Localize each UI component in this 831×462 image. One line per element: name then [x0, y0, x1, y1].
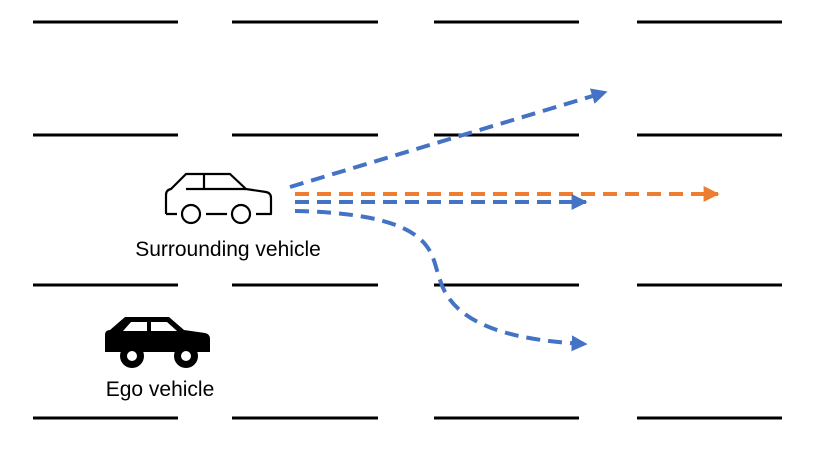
car-filled-icon [105, 317, 210, 368]
trajectory-downward-lane-change [294, 209, 588, 352]
trajectory-upward-lane-change [289, 88, 608, 189]
ego-vehicle-label: Ego vehicle [106, 378, 215, 401]
surrounding-vehicle-label: Surrounding vehicle [135, 238, 321, 261]
car-outline-icon [164, 172, 273, 225]
